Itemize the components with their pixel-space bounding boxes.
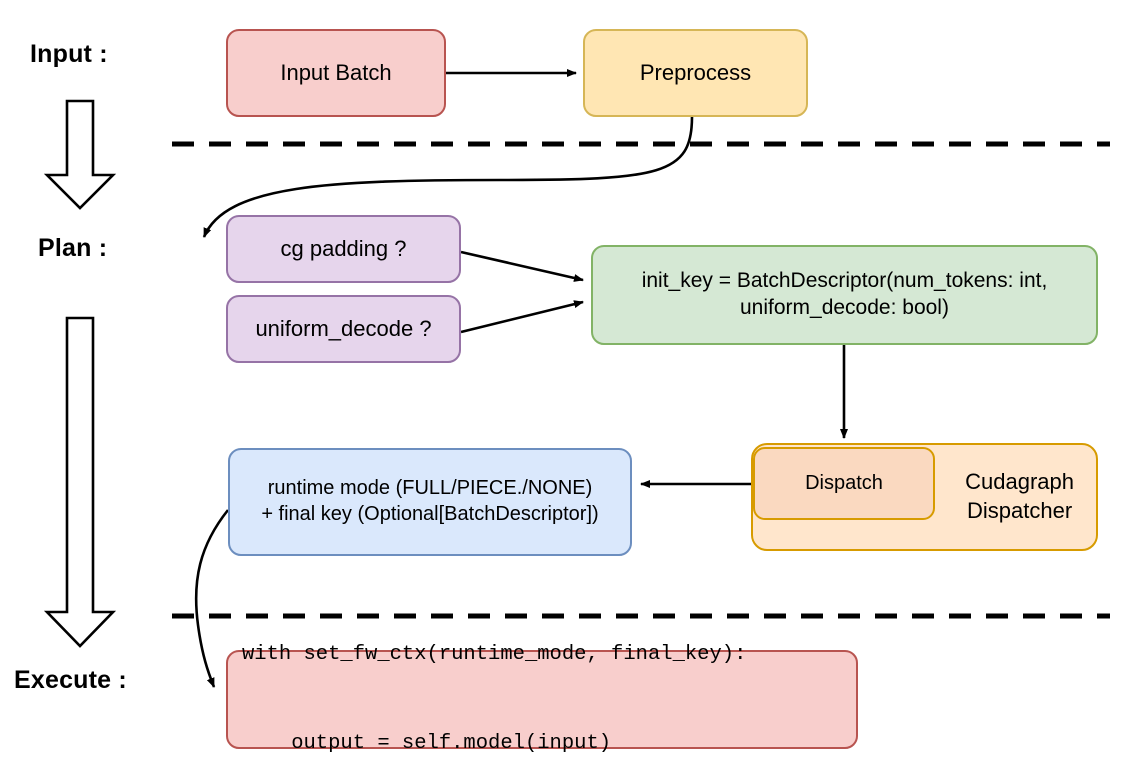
node-init-key-line1: init_key = BatchDescriptor(num_tokens: i… [641,269,1048,293]
edge-cg-padding-to-init-key [460,250,584,282]
stage-label-execute: Execute : [14,666,127,694]
edge-uniform-decode-to-init-key [460,300,584,334]
node-input-batch[interactable]: Input Batch [226,29,446,117]
node-cudagraph-dispatcher-line1: Cudagraph [965,469,1074,495]
node-dispatch[interactable]: Dispatch [753,447,935,520]
node-uniform-decode[interactable]: uniform_decode ? [226,295,461,363]
node-runtime-mode-line1: runtime mode (FULL/PIECE./NONE) [267,477,593,500]
node-cg-padding-label: cg padding ? [280,235,407,261]
stage-label-input: Input : [30,40,108,68]
node-runtime-mode-line2: + final key (Optional[BatchDescriptor]) [261,503,599,525]
stage-label-plan: Plan : [38,234,108,262]
node-init-key[interactable]: init_key = BatchDescriptor(num_tokens: i… [591,245,1098,345]
node-init-key-label: init_key = BatchDescriptor(num_tokens: i… [642,268,1048,322]
stage-arrow-plan-to-execute [43,316,117,648]
node-runtime-mode[interactable]: runtime mode (FULL/PIECE./NONE) + final … [228,448,632,556]
node-cudagraph-dispatcher-label: Cudagraph Dispatcher [965,468,1074,525]
stage-arrow-input-to-plan [43,99,117,210]
node-uniform-decode-label: uniform_decode ? [255,315,432,341]
node-init-key-line2: uniform_decode: bool) [740,296,949,319]
node-preprocess[interactable]: Preprocess [583,29,808,117]
node-exec-code-label: with set_fw_ctx(runtime_mode, final_key)… [242,581,746,770]
node-input-batch-label: Input Batch [280,59,392,85]
edge-runtime-mode-to-exec [194,509,230,688]
node-runtime-mode-label: runtime mode (FULL/PIECE./NONE) + final … [261,476,598,527]
node-exec-code-line2: output = self.model(input) [242,732,612,756]
node-cg-padding[interactable]: cg padding ? [226,215,461,283]
node-cudagraph-dispatcher-line2: Dispatcher [966,498,1073,523]
node-exec-code[interactable]: with set_fw_ctx(runtime_mode, final_key)… [226,643,858,755]
node-preprocess-label: Preprocess [639,59,752,85]
node-dispatch-label: Dispatch [805,471,883,494]
node-exec-code-line1: with set_fw_ctx(runtime_mode, final_key)… [242,643,747,667]
